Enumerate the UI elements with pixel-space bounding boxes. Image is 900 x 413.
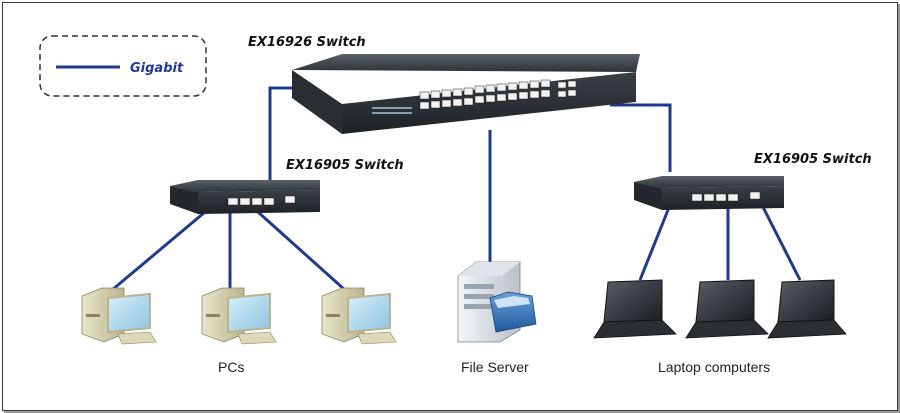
- links: [111, 86, 802, 292]
- laptop-1: [593, 279, 677, 339]
- pc-1: [81, 287, 157, 345]
- left-switch: EX16905 Switch: [170, 158, 404, 214]
- right-switch-top: [634, 176, 784, 188]
- laptops-label: Laptop computers: [658, 359, 770, 375]
- core-switch-ports: [419, 79, 577, 110]
- core-switch-top: [292, 54, 640, 72]
- core-switch-side: [292, 70, 342, 134]
- right-switch-label: EX16905 Switch: [754, 152, 872, 167]
- link-right-switch-to-laptop-3: [760, 204, 802, 281]
- link-left-switch-to-pc-1: [111, 210, 206, 292]
- left-switch-top: [170, 180, 320, 192]
- link-left-switch-to-pc-3: [256, 210, 347, 292]
- core-switch-label: EX16926 Switch: [248, 35, 366, 50]
- core-switch-leds: [372, 107, 412, 114]
- right-switch-ports: [691, 191, 761, 202]
- link-core-to-right-switch: [610, 103, 672, 172]
- left-switch-label: EX16905 Switch: [286, 158, 404, 173]
- core-switch: EX16926 Switch: [248, 35, 640, 134]
- left-switch-side: [170, 186, 198, 214]
- laptop-2: [685, 279, 769, 339]
- file-server-label: File Server: [461, 359, 529, 375]
- laptop-3: [767, 279, 847, 339]
- pcs-label: PCs: [218, 359, 244, 375]
- legend-label: Gigabit: [130, 61, 184, 76]
- right-switch: EX16905 Switch: [634, 152, 872, 210]
- pc-2: [201, 287, 277, 345]
- legend: Gigabit: [39, 35, 207, 97]
- core-switch-front: [342, 72, 636, 134]
- left-switch-ports: [227, 195, 296, 206]
- right-switch-side: [634, 182, 662, 210]
- link-right-switch-to-laptop-1: [638, 204, 672, 281]
- pc-3: [321, 287, 397, 345]
- legend-box: [39, 35, 207, 97]
- link-core-to-left-switch: [268, 86, 296, 182]
- file-server: [457, 261, 537, 343]
